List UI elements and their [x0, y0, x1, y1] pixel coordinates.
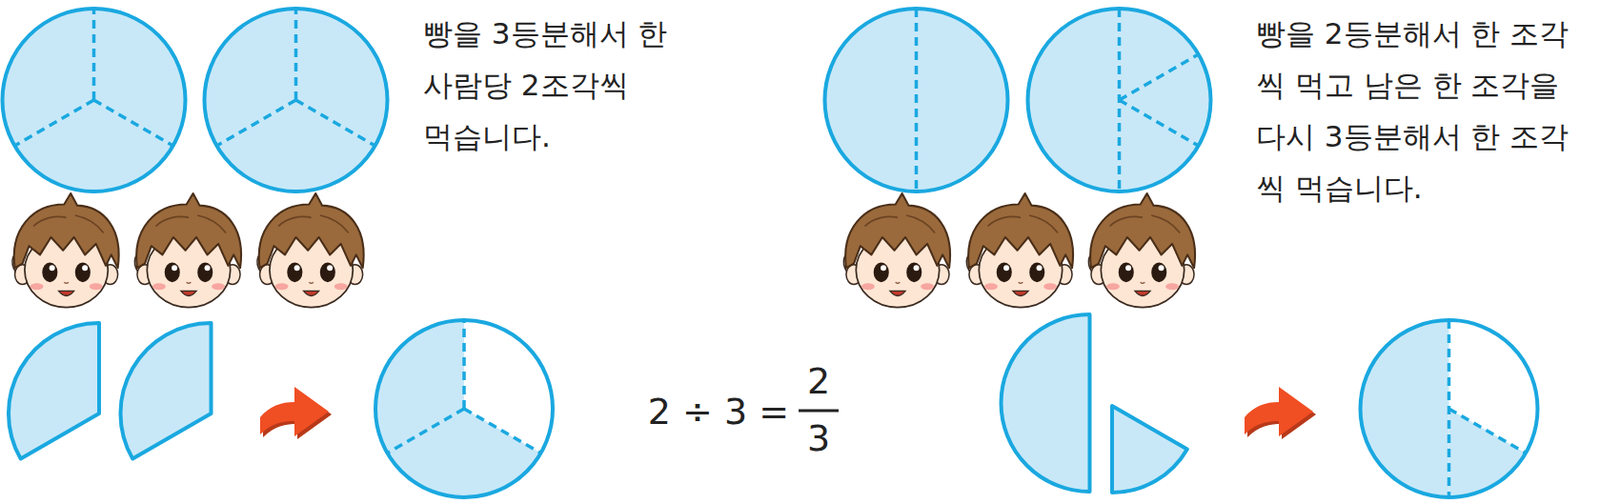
arrow-body [260, 386, 329, 437]
cut-line [914, 8, 919, 192]
bread-circle [825, 8, 1009, 192]
bread-piece [1112, 405, 1188, 493]
bread-piece [120, 323, 211, 460]
arrow-icon [1244, 386, 1317, 440]
cut-line [1449, 320, 1527, 498]
circle-outline [375, 320, 553, 498]
cut-line [1119, 8, 1199, 192]
result-circle [1360, 320, 1539, 498]
circle-ground [1360, 320, 1539, 498]
bread-circle [204, 8, 388, 192]
bread-circle [1028, 8, 1212, 192]
equation-text: 2 ÷ 3 = [648, 388, 790, 435]
result-circle [375, 320, 553, 498]
bread-circle [1028, 8, 1212, 192]
fraction-bar [798, 409, 839, 413]
bread-circle [204, 8, 388, 192]
bread-piece [1001, 314, 1091, 492]
boy-face [843, 193, 951, 308]
cut-line [14, 8, 173, 146]
boy-face [134, 193, 242, 308]
shaded-part [1360, 320, 1450, 498]
fraction-numerator: 2 [795, 358, 842, 405]
cut-line [216, 8, 375, 146]
shaded-part [1449, 408, 1527, 498]
description-text: 빵을 3등분해서 한 사람당 2조각씩 먹습니다. [423, 7, 752, 163]
arrow-icon [260, 386, 332, 440]
bread-circle [2, 8, 186, 192]
boy-face [966, 193, 1074, 308]
bread-piece [8, 323, 100, 460]
fraction-denominator: 3 [795, 415, 842, 462]
boy-face [257, 193, 365, 308]
description-text: 빵을 2등분해서 한 조각씩 먹고 남은 한 조각을 다시 3등분해서 한 조각… [1255, 7, 1585, 214]
cut-line [387, 320, 542, 454]
bread-circle [825, 8, 1009, 192]
circle-outline [1360, 320, 1539, 498]
boy-face [12, 193, 120, 308]
arrow-body [1244, 386, 1314, 437]
bread-circle [2, 8, 186, 192]
circle-ground [375, 320, 553, 498]
boy-face [1088, 193, 1195, 308]
